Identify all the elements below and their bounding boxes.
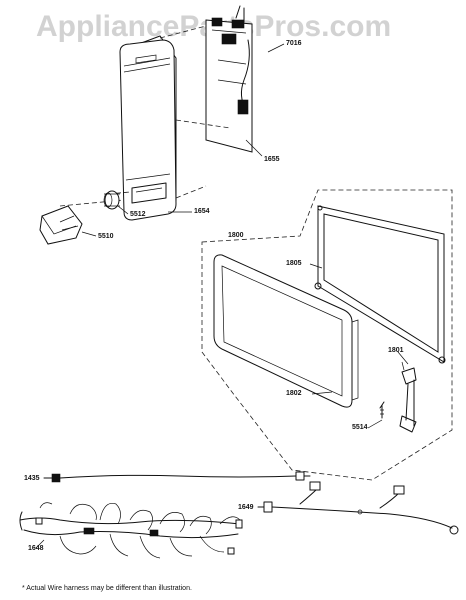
button-part [39,205,83,245]
label-1648: 1648 [28,545,44,552]
door-assembly-outline [201,189,453,481]
door-leaders [309,263,409,395]
door-frame [314,205,446,364]
footnote: * Actual Wire harness may be different t… [22,585,192,592]
circuit-board [205,5,253,153]
label-1801: 1801 [388,347,404,354]
screw-part [367,401,385,429]
door-panel [213,254,359,408]
label-1654: 1654 [194,208,210,215]
wire-1649 [257,481,459,535]
label-5510: 5510 [98,233,114,240]
label-1800: 1800 [228,232,244,239]
label-5514: 5514 [352,424,368,431]
label-1802: 1802 [286,390,302,397]
wire-harness-1648 [19,502,243,559]
spring-part [103,190,120,210]
wire-1435 [43,471,311,483]
label-1655: 1655 [264,156,280,163]
hinge-part [399,361,417,433]
control-panel-housing [119,35,177,221]
label-1649: 1649 [238,504,254,511]
label-5512: 5512 [130,211,146,218]
label-1435: 1435 [24,475,40,482]
label-7016: 7016 [286,40,302,47]
label-1805: 1805 [286,260,302,267]
